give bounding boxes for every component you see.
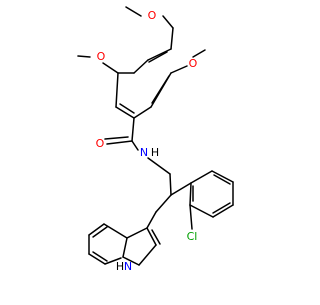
bond-38 (170, 182, 192, 196)
bond-1 (162, 15, 174, 29)
bond-23 (155, 194, 172, 213)
bond-46 (212, 202, 231, 214)
bond-14 (148, 51, 168, 63)
bond-7 (147, 48, 172, 61)
atom-o-methoxy-top: O (148, 9, 157, 22)
atom-n-amide: N (140, 146, 148, 159)
bond-35 (104, 257, 122, 265)
bond-29 (126, 227, 148, 239)
bond-30 (151, 229, 161, 245)
atom-h-indole: H (116, 260, 124, 273)
bond-36 (92, 226, 108, 238)
bond-45 (213, 174, 231, 185)
bond-20 (131, 140, 139, 151)
atom-o-methoxy-right: O (189, 57, 198, 70)
bond-19 (104, 136, 129, 140)
bond-48 (189, 204, 193, 230)
bond-17 (131, 117, 135, 142)
bond-18 (106, 140, 133, 145)
atom-o-methoxy-left: O (97, 50, 106, 63)
bond-22 (169, 173, 172, 196)
bond-4 (192, 49, 206, 58)
bond-2 (77, 55, 91, 58)
bond-44 (189, 182, 192, 206)
bond-42 (212, 204, 234, 218)
bond-40 (211, 170, 234, 183)
bond-34 (88, 253, 106, 265)
bond-25 (146, 227, 157, 246)
bond-21 (147, 157, 171, 175)
bond-11 (115, 106, 135, 119)
bond-0 (125, 6, 142, 17)
bond-12 (133, 106, 152, 119)
bond-31 (103, 223, 128, 239)
bond-5 (170, 65, 188, 74)
bond-3 (102, 62, 119, 74)
molecule-diagram: O O O O N H Cl H N (77, 6, 234, 273)
bond-10 (115, 72, 119, 108)
bond-15 (119, 103, 135, 114)
bond-6 (170, 27, 174, 50)
bond-37 (92, 251, 108, 262)
bond-lines (77, 6, 234, 266)
bond-39 (190, 170, 213, 184)
atom-labels: O O O O N H Cl H N (96, 9, 198, 273)
bond-27 (122, 256, 140, 266)
bond-26 (138, 244, 157, 266)
atom-cl: Cl (187, 230, 198, 243)
bond-32 (88, 223, 105, 236)
bond-24 (146, 211, 157, 229)
atom-o-carbonyl: O (96, 137, 105, 150)
bond-8 (133, 59, 149, 74)
bond-16 (151, 75, 170, 104)
bond-28 (122, 237, 128, 258)
atom-n-indole: N (124, 260, 132, 273)
atom-h-amide: H (151, 146, 159, 159)
bond-43 (189, 204, 214, 218)
structure-drawing: O O O O N H Cl H N (77, 6, 234, 273)
